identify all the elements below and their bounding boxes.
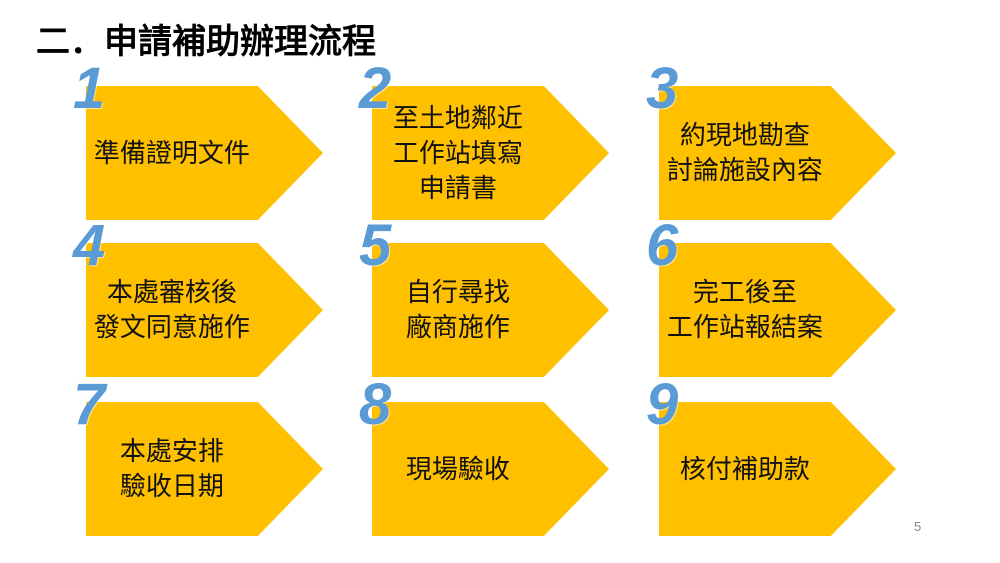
process-step-1: 準備證明文件 1: [73, 60, 323, 220]
step-label-line: 自行尋找: [405, 277, 510, 307]
step-3-number: 3: [646, 56, 679, 121]
process-step-5: 自行尋找 廠商施作 5: [359, 217, 609, 377]
step-3-arrow-shape: 約現地勘查 討論施設內容: [659, 86, 896, 220]
step-1-arrow-shape: 準備證明文件: [86, 86, 323, 220]
step-7-number: 7: [73, 372, 106, 437]
step-label-line: 約現地勘查: [679, 120, 810, 150]
process-step-7: 本處安排 驗收日期 7: [73, 376, 323, 536]
step-4-arrow-shape: 本處審核後 發文同意施作: [86, 243, 323, 377]
process-step-9: 核付補助款 9: [646, 376, 896, 536]
step-8-label: 現場驗收: [372, 402, 544, 536]
step-label-line: 工作站填寫: [392, 137, 523, 168]
step-8-number: 8: [359, 372, 392, 437]
step-label-line: 討論施設內容: [666, 155, 823, 185]
step-label-line: 現場驗收: [405, 453, 510, 484]
step-label-line: 本處安排: [119, 436, 224, 466]
step-6-number: 6: [646, 213, 679, 278]
step-6-arrow-shape: 完工後至 工作站報結案: [659, 243, 896, 377]
step-1-label: 準備證明文件: [86, 86, 258, 220]
step-5-label: 自行尋找 廠商施作: [372, 243, 544, 377]
step-3-label: 約現地勘查 討論施設內容: [659, 86, 831, 220]
step-4-label: 本處審核後 發文同意施作: [86, 243, 258, 377]
process-step-4: 本處審核後 發文同意施作 4: [73, 217, 323, 377]
step-4-number: 4: [73, 213, 106, 278]
step-2-arrow-shape: 至土地鄰近 工作站填寫 申請書: [372, 86, 609, 220]
page-number: 5: [914, 519, 922, 534]
step-label-line: 驗收日期: [119, 471, 224, 501]
process-step-6: 完工後至 工作站報結案 6: [646, 217, 896, 377]
step-label-line: 廠商施作: [405, 312, 510, 342]
step-7-label: 本處安排 驗收日期: [86, 402, 258, 536]
slide-title: 二．申請補助辦理流程: [36, 23, 376, 61]
step-1-number: 1: [73, 56, 106, 121]
step-2-label: 至土地鄰近 工作站填寫 申請書: [372, 86, 544, 220]
step-label-line: 至土地鄰近: [392, 102, 523, 133]
step-label-line: 發文同意施作: [93, 312, 250, 342]
process-step-8: 現場驗收 8: [359, 376, 609, 536]
step-label-line: 完工後至: [692, 277, 797, 307]
step-6-label: 完工後至 工作站報結案: [659, 243, 831, 377]
step-9-arrow-shape: 核付補助款: [659, 402, 896, 536]
step-5-number: 5: [359, 213, 392, 278]
process-step-3: 約現地勘查 討論施設內容 3: [646, 60, 896, 220]
step-9-number: 9: [646, 372, 679, 437]
step-5-arrow-shape: 自行尋找 廠商施作: [372, 243, 609, 377]
step-label-line: 申請書: [418, 172, 497, 203]
process-step-2: 至土地鄰近 工作站填寫 申請書 2: [359, 60, 609, 220]
step-label-line: 工作站報結案: [666, 312, 823, 342]
step-7-arrow-shape: 本處安排 驗收日期: [86, 402, 323, 536]
step-8-arrow-shape: 現場驗收: [372, 402, 609, 536]
step-label-line: 準備證明文件: [93, 137, 250, 168]
step-label-line: 核付補助款: [679, 453, 810, 484]
step-2-number: 2: [359, 56, 392, 121]
step-9-label: 核付補助款: [659, 402, 831, 536]
step-label-line: 本處審核後: [106, 277, 237, 307]
